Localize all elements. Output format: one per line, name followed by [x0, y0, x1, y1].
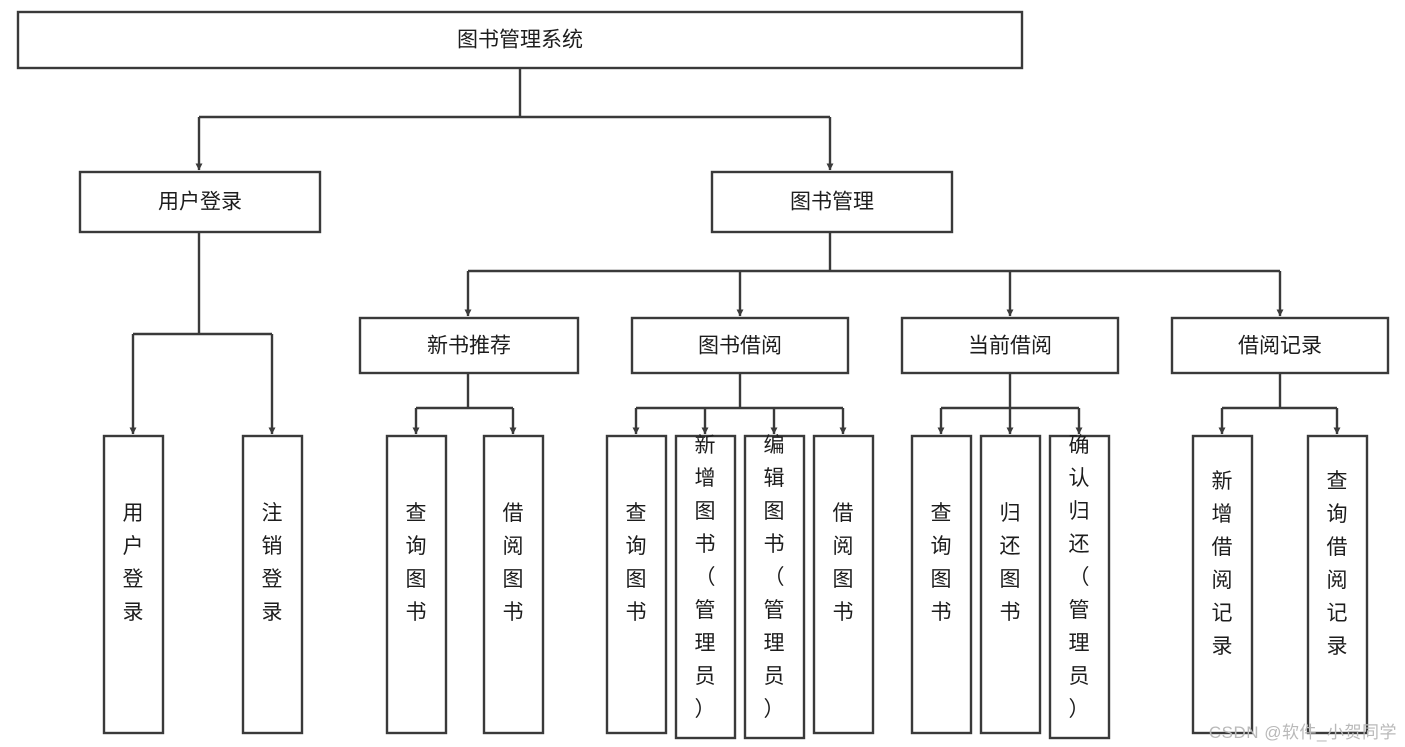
leaf-current-borrow-2[interactable]: 确认归还（管理员）: [1048, 434, 1111, 740]
connector-group-user-login: [129, 232, 276, 435]
leaf-borrow-record-1-box[interactable]: [1306, 434, 1369, 735]
connector-group-borrow-record: [1218, 373, 1341, 435]
leaf-new-book-1-label: 借阅图书: [503, 502, 524, 624]
node-book-manage[interactable]: 图书管理: [710, 170, 954, 234]
leaf-book-borrow-2[interactable]: 编辑图书（管理员）: [743, 434, 806, 740]
leaf-book-borrow-0-label: 查询图书: [626, 502, 647, 624]
leaf-user-login-0-box[interactable]: [102, 434, 165, 735]
leaf-current-borrow-1-box[interactable]: [979, 434, 1042, 735]
leaf-borrow-record-1[interactable]: 查询借阅记录: [1306, 434, 1369, 735]
leaf-new-book-0-label: 查询图书: [406, 502, 427, 624]
node-book-manage-label: 图书管理: [790, 191, 874, 214]
leaf-current-borrow-0-label: 查询图书: [931, 502, 952, 624]
leaf-user-login-1-box[interactable]: [241, 434, 304, 735]
node-book-borrow-label: 图书借阅: [698, 335, 782, 358]
node-user-login[interactable]: 用户登录: [78, 170, 322, 234]
connector-group-new-book: [412, 373, 517, 435]
leaf-book-borrow-0-box[interactable]: [605, 434, 668, 735]
node-new-book-recommend[interactable]: 新书推荐: [358, 316, 580, 375]
leaf-user-login-1-label: 注销登录: [262, 502, 283, 624]
node-root-system-label: 图书管理系统: [457, 29, 583, 52]
leaf-user-login-1[interactable]: 注销登录: [241, 434, 304, 735]
leaf-book-borrow-1-box[interactable]: [674, 434, 737, 740]
leaf-borrow-record-0-label: 新增借阅记录: [1212, 470, 1233, 658]
node-new-book-recommend-label: 新书推荐: [427, 335, 511, 358]
leaf-user-login-0[interactable]: 用户登录: [102, 434, 165, 735]
leaf-book-borrow-1-label: 新增图书（管理员）: [695, 434, 716, 721]
node-new-book-recommend-box[interactable]: [358, 316, 580, 375]
node-borrow-record[interactable]: 借阅记录: [1170, 316, 1390, 375]
leaf-current-borrow-0[interactable]: 查询图书: [910, 434, 973, 735]
node-root-system[interactable]: 图书管理系统: [16, 10, 1024, 70]
node-borrow-record-label: 借阅记录: [1238, 335, 1322, 358]
connector-group-current-borrow: [937, 373, 1083, 435]
leaf-book-borrow-3[interactable]: 借阅图书: [812, 434, 875, 735]
node-book-borrow[interactable]: 图书借阅: [630, 316, 850, 375]
node-book-borrow-box[interactable]: [630, 316, 850, 375]
leaf-book-borrow-0[interactable]: 查询图书: [605, 434, 668, 735]
leaf-current-borrow-2-box[interactable]: [1048, 434, 1111, 740]
leaf-current-borrow-1[interactable]: 归还图书: [979, 434, 1042, 735]
leaf-new-book-0-box[interactable]: [385, 434, 448, 735]
leaf-book-borrow-2-label: 编辑图书（管理员）: [764, 434, 785, 721]
node-current-borrow-label: 当前借阅: [968, 335, 1052, 358]
leaf-book-borrow-3-box[interactable]: [812, 434, 875, 735]
connector-group-book-manage: [464, 232, 1284, 317]
leaf-borrow-record-0[interactable]: 新增借阅记录: [1191, 434, 1254, 735]
leaf-borrow-record-0-box[interactable]: [1191, 434, 1254, 735]
leaf-book-borrow-2-box[interactable]: [743, 434, 806, 740]
leaf-new-book-1[interactable]: 借阅图书: [482, 434, 545, 735]
leaf-current-borrow-0-box[interactable]: [910, 434, 973, 735]
leaf-user-login-0-label: 用户登录: [123, 502, 144, 624]
node-current-borrow[interactable]: 当前借阅: [900, 316, 1120, 375]
node-user-login-box[interactable]: [78, 170, 322, 234]
connector-group-root: [195, 68, 834, 171]
leaf-book-borrow-1[interactable]: 新增图书（管理员）: [674, 434, 737, 740]
node-borrow-record-box[interactable]: [1170, 316, 1390, 375]
connector-group-book-borrow: [632, 373, 847, 435]
leaf-current-borrow-1-label: 归还图书: [1000, 502, 1021, 624]
node-root-system-box[interactable]: [16, 10, 1024, 70]
node-user-login-label: 用户登录: [158, 191, 242, 214]
node-current-borrow-box[interactable]: [900, 316, 1120, 375]
leaf-new-book-0[interactable]: 查询图书: [385, 434, 448, 735]
leaf-new-book-1-box[interactable]: [482, 434, 545, 735]
node-book-manage-box[interactable]: [710, 170, 954, 234]
leaf-current-borrow-2-label: 确认归还（管理员）: [1069, 434, 1090, 721]
leaf-book-borrow-3-label: 借阅图书: [833, 502, 854, 624]
leaf-borrow-record-1-label: 查询借阅记录: [1327, 470, 1348, 658]
